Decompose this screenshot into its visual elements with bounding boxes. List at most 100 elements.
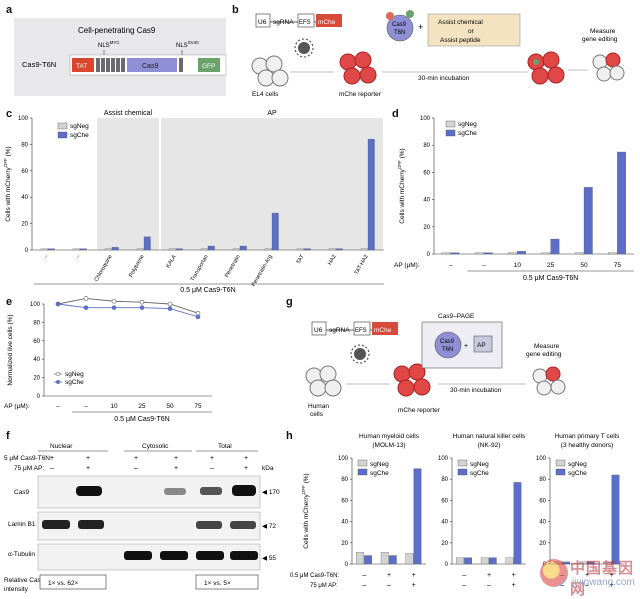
chart-c-x-label-10: TAT-HA2 [354,254,370,276]
chart-c-group-label-1: AP [267,110,277,117]
chart-h-0-y-tick-label: 40 [341,520,348,526]
virus-icon-g [350,344,370,364]
chart-h-0-bar-sgChe-1 [388,555,397,565]
chart-e-x-label-1: – [84,403,88,410]
vector-construct: U6 sgRNA EFS mChe [255,13,342,28]
chart-c-bar-sgChe-3 [143,236,151,251]
chart-h-0-row1-2: + [412,572,416,579]
chart-h-0-row2-1: – [387,582,391,589]
edited-cells-icon [592,52,625,82]
sgrna-label: sgRNA [273,19,294,26]
relative-box-nuclear-text: 1× vs. 62× [48,580,79,587]
cas9-label: Cas9 [142,63,158,70]
f-row1-lane5: + [210,455,214,462]
panel-b-diagram: U6 sgRNA EFS mChe EL4 cells mChe reporte… [251,10,625,98]
chart-h-1-legend-swatch-sgChe [457,468,468,476]
blot-lamin-band-2 [78,520,104,529]
chart-h-1-title-1: Human natural killer cells [453,433,526,440]
panel-letter-d: d [392,108,399,120]
blot-cas9-band-cytosolic [164,488,186,495]
g-cas9-icon [434,331,462,359]
chart-h-2-row1-1: + [585,572,589,579]
cas9-t6n-icon: Cas9 T6N [386,10,414,42]
chart-h-1-row2-0: – [462,582,466,589]
blot-tubulin-band-2 [160,551,188,560]
chart-d-bar-sgChe-1 [483,252,493,255]
chart-h-0-y-tick-label: 80 [341,477,348,483]
chart-h-2-y-tick-label: 60 [539,498,546,504]
chart-h-0-row2-2: + [412,582,416,589]
chart-c-x-label-5: Transportan [190,254,210,283]
g-mche-label: mChe [374,327,392,334]
chart-h-0-y-tick-label: 100 [338,456,349,462]
chart-e-y-tick-label: 80 [33,320,40,326]
chart-h-y-label: Cells with mCherryOFF (%) [301,473,310,548]
nls-myc-repeats [96,58,125,72]
chart-d-x-label-2: 10 [514,262,522,269]
panel-letter-a: a [6,4,13,16]
chart-h-0-bar-sgNeg-2 [405,553,414,565]
chart-e-point-sgNeg-1 [83,296,89,301]
chart-h-1-y-tick-label: 0 [445,562,449,568]
chart-e-y-tick-label: 0 [37,394,41,400]
chart-c-legend-sgNeg: sgNeg [70,123,89,130]
gfp-label: GFP [202,63,215,70]
panel-g-diagram: U6 sgRNA EFS mChe Human cells mChe repor… [305,313,566,418]
chart-h-1-y-tick-label: 60 [441,498,448,504]
chart-c-bar-sgChe-8 [303,248,311,251]
f-row2-lane4: + [174,465,178,472]
chart-c-bar-sgNeg-1 [72,248,80,251]
chart-h-0-title-2: (MOLM-13) [372,442,405,449]
f-row2-lane5: – [210,465,214,472]
panel-letter-f: f [6,430,10,442]
chart-c-bar-sgNeg-8 [296,248,304,251]
chart-c-bar-sgChe-1 [79,248,87,251]
f-row1-label: 5 μM Cas9-T6N: [4,455,52,462]
chart-c-bar-sgChe-10 [367,138,375,251]
chart-e-xlabel: 0.5 μM Cas9-T6N [114,416,169,423]
g-sgrna-label: sgRNA [329,327,350,334]
f-row1-lane4: + [174,455,178,462]
panel-a-title: Cell-penetrating Cas9 [78,26,156,35]
chart-e-y-tick-label: 60 [33,339,40,345]
chart-e-x-label-4: 50 [166,403,174,410]
chart-h-0-bar-sgChe-2 [413,468,422,565]
chart-c-shade-0 [97,118,159,250]
human-label-1: Human [308,403,329,410]
chart-c-bar-sgChe-0 [47,248,55,251]
chart-d-legend-sgNeg: sgNeg [458,121,477,128]
chart-h-row1-label: 0.5 μM Cas9-T6N: [290,573,339,579]
blot-tubulin-band-3 [196,551,224,560]
chart-e-legend-marker-sgChe [55,379,61,385]
treated-cells-icon [527,51,565,85]
assist-line2: Assist peptide [440,37,481,44]
vector-construct-g: U6 sgRNA EFS mChe [311,321,398,336]
f-row2-lane6: + [244,465,248,472]
tat-label: TAT [76,63,87,70]
blot-lamin-kda: ◀ 72 [262,523,276,530]
chart-c-x-label-1: – [75,253,82,259]
chart-c-x-label-2: Chloroquine [94,254,114,283]
chart-e-point-sgNeg-2 [111,298,117,304]
virus-icon [294,38,314,58]
watermark-logo-icon [540,559,568,587]
g-reporter-label: mChe reporter [398,407,441,414]
f-sign-rows: + + + + + + – + – + – + [50,455,248,472]
el4-cells-icon [251,55,289,87]
blot-lamin-band-3 [196,521,222,529]
watermark-text-1: 中国基因网 [570,560,635,598]
chart-h-2-y-tick-label: 40 [539,520,546,526]
chart-d-y-tick-label: 100 [420,116,431,122]
chart-d-bar-sgChe-2 [517,251,526,255]
panel-letter-b: b [232,4,239,16]
nls-myc-label: NLSMYC [98,40,120,49]
chart-e-legend-sgNeg: sgNeg [65,371,84,378]
chart-e-legend-sgChe: sgChe [65,379,84,386]
chart-c-y-tick-label: 80 [21,142,28,148]
chart-e-legend-marker-sgNeg [55,371,61,377]
chart-d-row-label: AP (μM): [394,262,420,269]
chart-h-1-row1-1: + [487,572,491,579]
chart-c-x-label-7: Penetratin-Arg [251,254,274,288]
blot-cas9-band-total-minus [200,487,222,495]
